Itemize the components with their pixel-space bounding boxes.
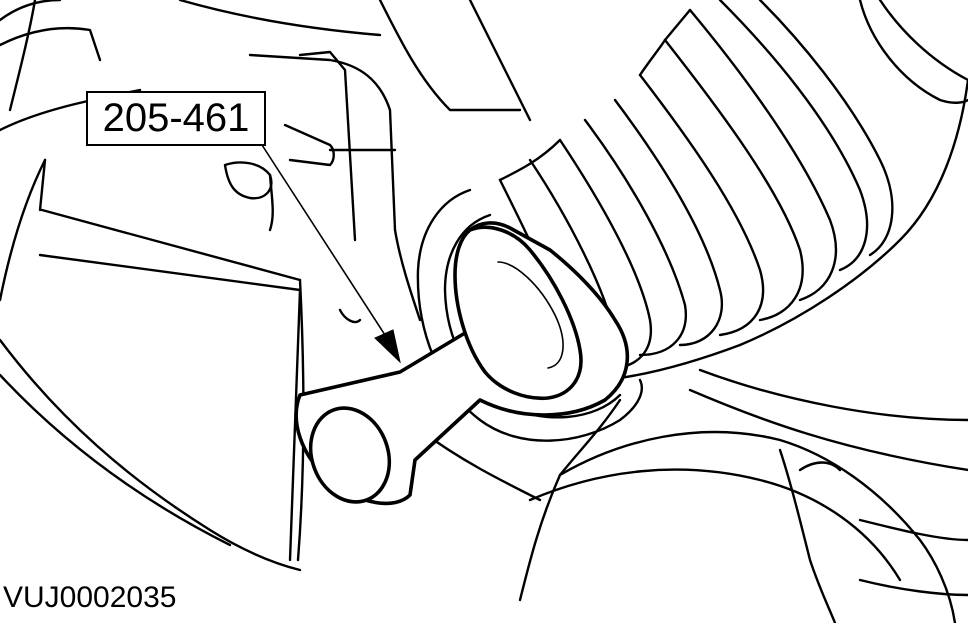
background-knuckle (418, 368, 968, 623)
tool-number-label: 205-461 (86, 91, 266, 146)
special-tool-205-461 (294, 221, 630, 506)
arrow-head (374, 329, 401, 364)
callout-leader (261, 144, 401, 364)
background-housing (0, 0, 532, 572)
figure-id: VUJ0002035 (3, 581, 177, 614)
